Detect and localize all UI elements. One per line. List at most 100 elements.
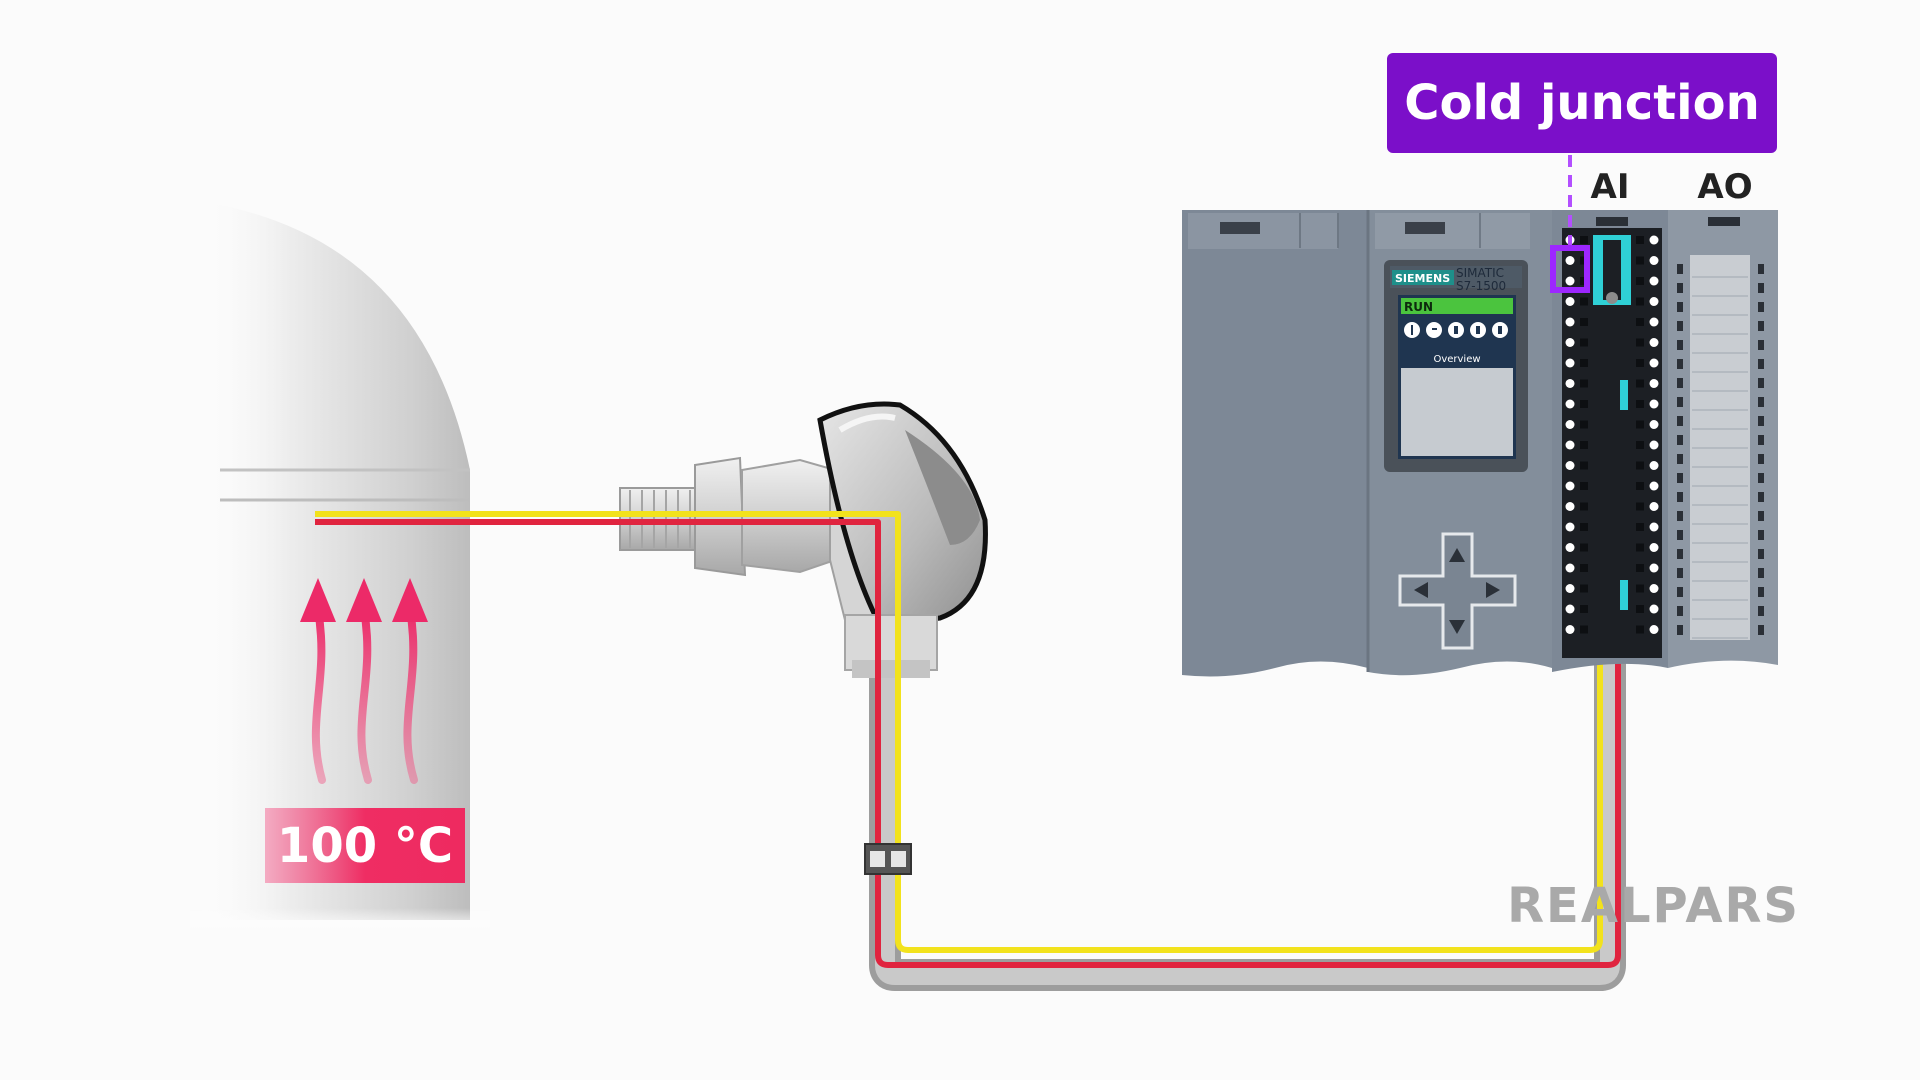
terminal-screw-icon (1649, 379, 1659, 388)
indicator-led (1677, 530, 1683, 540)
indicator-led (1758, 492, 1764, 502)
cpu-model-line1: SIMATIC (1456, 266, 1504, 280)
terminal-slot (1580, 359, 1588, 367)
terminal-slot (1636, 584, 1644, 593)
terminal-slot (1636, 441, 1644, 449)
cpu-navigation-pad[interactable] (1398, 532, 1517, 650)
terminal-slot (1636, 564, 1644, 572)
heat-arrows-icon (300, 578, 428, 784)
terminal-slot (1580, 482, 1588, 490)
cable-terminal (864, 843, 912, 875)
indicator-led (1677, 435, 1683, 445)
indicator-led (1758, 416, 1764, 426)
terminal-screw-icon (1565, 461, 1575, 470)
terminal-screw-icon (1649, 256, 1659, 265)
terminal-slot (1580, 318, 1588, 326)
realpars-logo: REALPARS (1507, 878, 1800, 934)
terminal-screw-icon (1565, 276, 1575, 286)
ao-module (1668, 210, 1778, 668)
terminal-screw-icon (1565, 379, 1575, 388)
positive-wire (315, 255, 1603, 953)
temperature-badge: 100 °C (265, 808, 465, 883)
terminal-slot (1580, 605, 1588, 613)
terminal-screw-icon (1565, 317, 1575, 327)
indicator-led (1677, 492, 1683, 502)
indicator-led (1758, 587, 1764, 597)
cpu-screen-title: Overview (1433, 354, 1480, 365)
terminal-slot (1580, 297, 1588, 306)
terminal-screw-icon (1565, 440, 1575, 450)
terminal-screw-icon (1565, 563, 1575, 573)
temperature-label: 100 °C (277, 818, 453, 874)
indicator-led (1758, 302, 1764, 312)
cold-junction-marker (1550, 245, 1590, 293)
indicator-led (1677, 587, 1683, 597)
terminal-slot (1580, 523, 1588, 531)
arrow-down-icon[interactable] (1449, 620, 1465, 634)
terminal-screw-icon (1565, 604, 1575, 614)
terminal-screw-icon (1649, 235, 1659, 245)
indicator-led (1677, 321, 1683, 331)
terminal-screw-icon (1565, 502, 1575, 511)
terminal-slot (1580, 441, 1588, 449)
indicator-led (1758, 359, 1764, 369)
terminal-slot (1636, 338, 1644, 347)
indicator-led (1758, 264, 1764, 274)
terminal-screw-icon (1565, 584, 1575, 593)
terminal-screw-icon (1649, 584, 1659, 593)
indicator-led (1677, 283, 1683, 293)
indicator-led (1677, 511, 1683, 521)
cpu-model-line2: S7-1500 (1456, 279, 1506, 293)
terminal-slot (1636, 502, 1644, 511)
arrow-right-icon[interactable] (1486, 582, 1500, 598)
ao-indicator-column (1677, 264, 1764, 635)
terminal-screw-icon (1649, 440, 1659, 450)
indicator-led (1758, 340, 1764, 350)
negative-wire (315, 262, 1621, 968)
indicator-led (1758, 530, 1764, 540)
indicator-led (1677, 378, 1683, 388)
thermocouple-head (817, 401, 988, 678)
indicator-led (1677, 397, 1683, 407)
indicator-led (1677, 568, 1683, 578)
terminal-screw-icon (1649, 276, 1659, 286)
terminal-screw-icon (1565, 481, 1575, 491)
indicator-led (1758, 473, 1764, 483)
terminal-slot (1580, 400, 1588, 408)
ai-terminal-column-right (1636, 235, 1659, 634)
terminal-slot (1580, 379, 1588, 388)
terminal-screw-icon (1649, 502, 1659, 511)
terminal-screw-icon (1649, 338, 1659, 347)
terminal-slot (1580, 338, 1588, 347)
terminal-screw-icon (1649, 522, 1659, 532)
terminal-slot (1636, 420, 1644, 429)
terminal-slot (1580, 461, 1588, 470)
terminal-screw-icon (1649, 461, 1659, 470)
terminal-screw-icon (1565, 625, 1575, 634)
terminal-screw-icon (1649, 399, 1659, 409)
terminal-screw-icon (1649, 420, 1659, 429)
terminal-screw-icon (1649, 297, 1659, 306)
terminal-screw-icon (1565, 543, 1575, 552)
terminal-screw-icon (1649, 543, 1659, 552)
terminal-screw-icon (1565, 297, 1575, 306)
indicator-led (1758, 435, 1764, 445)
cable-sheath (869, 660, 1626, 991)
terminal-slot (1580, 625, 1588, 634)
indicator-led (1758, 397, 1764, 407)
arrow-up-icon[interactable] (1449, 548, 1465, 562)
arrow-left-icon[interactable] (1414, 582, 1428, 598)
indicator-led (1758, 283, 1764, 293)
terminal-slot (1580, 564, 1588, 572)
cold-junction-label: Cold junction (1404, 75, 1760, 131)
terminal-slot (1636, 277, 1644, 285)
ai-terminal-column-left (1565, 235, 1588, 634)
terminal-screw-icon (1649, 604, 1659, 614)
terminal-screw-icon (1649, 481, 1659, 491)
terminal-slot (1580, 584, 1588, 593)
plc-rack: SIEMENS SIMATIC S7-1500 RUN Overview (1182, 210, 1778, 677)
cpu-module: SIEMENS SIMATIC S7-1500 RUN Overview (1366, 210, 1552, 676)
indicator-led (1677, 264, 1683, 274)
cpu-status: RUN (1404, 300, 1433, 314)
indicator-led (1758, 549, 1764, 559)
